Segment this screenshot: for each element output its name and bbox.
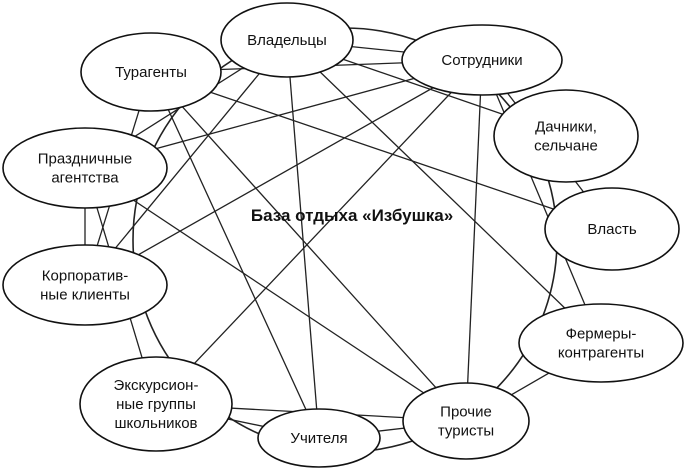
edge-touragents-tourists [150,71,467,422]
node-dachniki-label-1: сельчане [534,138,598,155]
node-touragents-ellipse [80,32,222,112]
node-excursion-label-1: ные группы [116,396,196,413]
node-staff: Сотрудники [401,24,563,96]
node-power-ellipse [544,187,680,271]
node-staff-ellipse [401,24,563,96]
node-touragents: Турагенты [80,32,222,112]
node-farmers-ellipse [518,303,684,383]
node-dachniki-label-0: Дачники, [535,119,597,136]
edge-owners-farmers [286,39,602,344]
node-excursion-label-2: школьников [114,415,197,432]
edge-holiday-tourists [84,167,467,422]
node-corporate-label-0: Корпоратив- [42,268,128,285]
node-touragents-label-0: Турагенты [115,64,187,81]
node-power-label-0: Власть [587,221,636,238]
node-staff-label-0: Сотрудники [441,52,522,69]
edge-corporate-owners [84,39,288,286]
diagram-title: База отдыха «Избушка» [251,206,453,225]
node-dachniki-ellipse [493,89,639,183]
node-dachniki: Дачники, сельчане [493,89,639,183]
edge-staff-tourists [465,59,483,422]
edge-touragents-teachers [150,71,320,439]
node-corporate: Корпоратив-ные клиенты [2,244,168,326]
node-holiday-ellipse [2,127,168,209]
node-corporate-label-1: ные клиенты [40,287,130,304]
node-holiday-label-0: Праздничные [38,151,132,168]
node-farmers: Фермеры-контрагенты [518,303,684,383]
node-owners-ellipse [220,2,354,78]
node-farmers-label-0: Фермеры- [566,326,637,343]
node-excursion: Экскурсион-ные группы школьников [79,356,233,452]
node-teachers: Учителя [257,408,381,468]
node-teachers-label-0: Учителя [290,430,347,447]
node-tourists-ellipse [402,382,530,460]
node-corporate-ellipse [2,244,168,326]
edge-staff-farmers [481,59,602,344]
edge-staff-excursion [155,59,483,405]
node-farmers-label-1: контрагенты [558,345,644,362]
node-power: Власть [544,187,680,271]
node-tourists-label-0: Прочие [440,404,492,421]
node-owners-label-0: Владельцы [247,32,327,49]
node-tourists: Прочие туристы [402,382,530,460]
edge-staff-corporate [84,59,483,286]
node-holiday: Праздничные агентства [2,127,168,209]
node-teachers-ellipse [257,408,381,468]
node-owners: Владельцы [220,2,354,78]
node-excursion-label-0: Экскурсион- [114,377,199,394]
node-holiday-label-1: агентства [51,170,119,187]
edge-owners-teachers [286,39,320,439]
node-excursion-ellipse [79,356,233,452]
edge-touragents-power [150,71,613,230]
node-tourists-label-1: туристы [438,423,494,440]
